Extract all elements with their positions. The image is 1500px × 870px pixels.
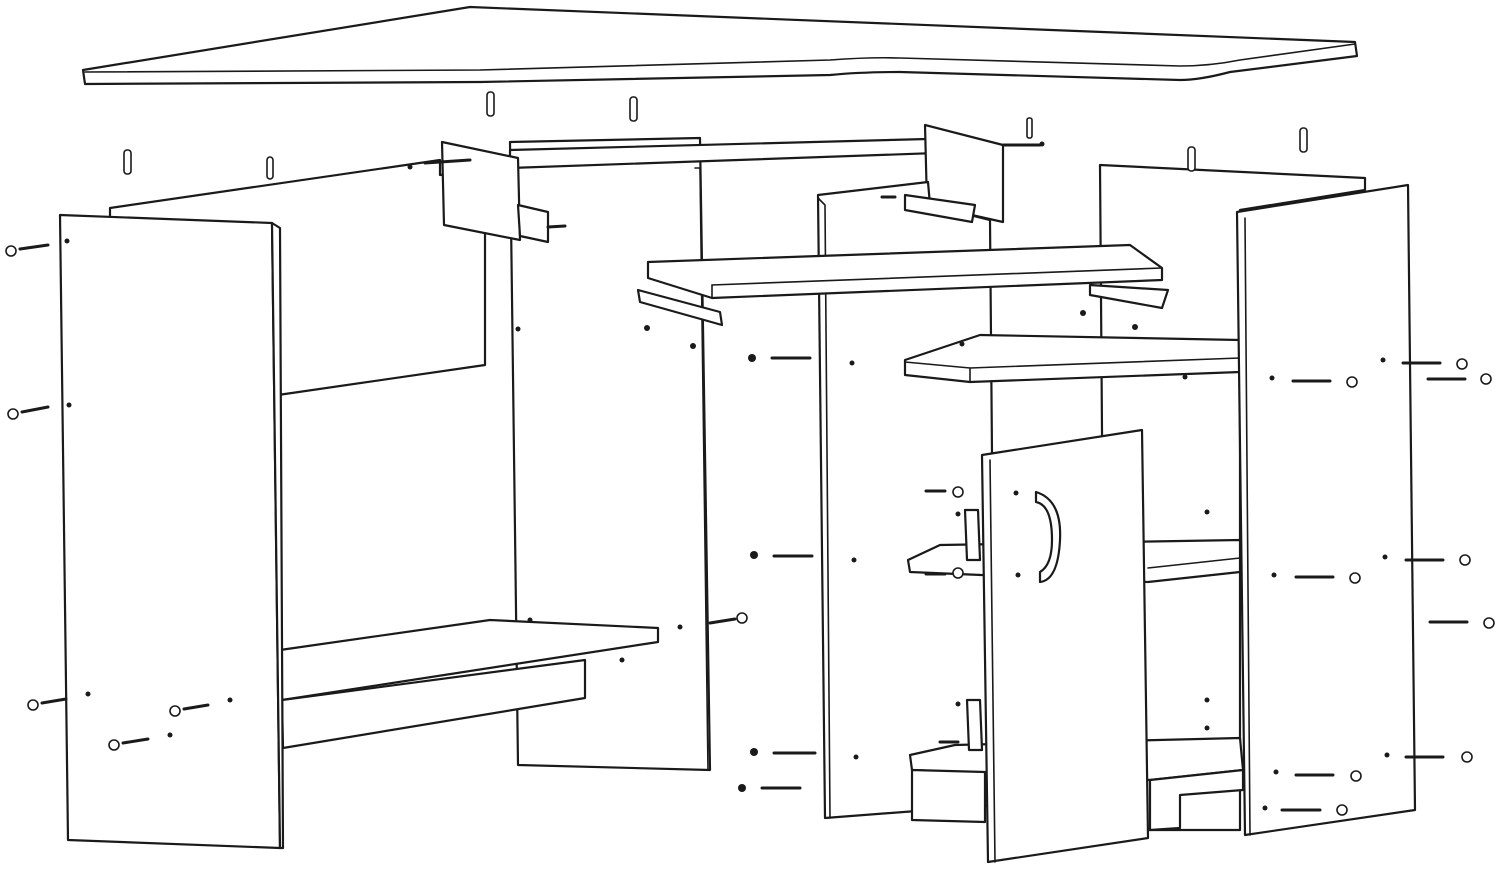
door-hinge xyxy=(963,508,984,752)
cabinet-door xyxy=(980,428,1150,864)
drawer-slide xyxy=(516,193,1170,327)
right-side-panel xyxy=(1235,183,1417,837)
desktop-top-panel xyxy=(81,5,1359,86)
left-side-panel xyxy=(58,213,285,850)
door-handle xyxy=(1034,490,1062,584)
cabinet-upper-shelf xyxy=(903,333,1242,384)
center-divider-panel xyxy=(816,180,997,820)
wood-dowel xyxy=(123,91,1308,180)
cam-screw xyxy=(5,143,1495,816)
cam-lock xyxy=(64,141,1390,811)
upper-crossbar xyxy=(440,123,1005,242)
keyboard-shelf xyxy=(646,243,1164,300)
